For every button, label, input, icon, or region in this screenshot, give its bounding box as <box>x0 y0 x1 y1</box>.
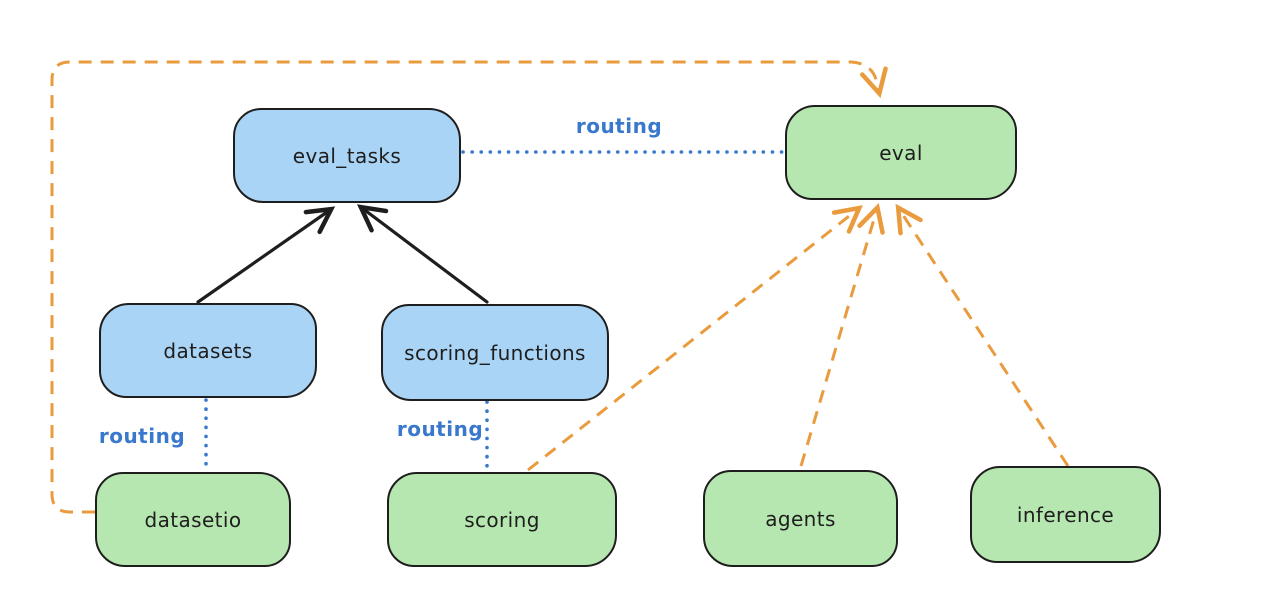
node-datasets: datasets <box>99 303 317 398</box>
edge-label-routing-top: routing <box>575 114 663 138</box>
node-agents: agents <box>703 470 898 567</box>
node-scoring-functions: scoring_functions <box>381 304 609 401</box>
node-eval: eval <box>785 105 1017 200</box>
node-datasetio: datasetio <box>95 472 291 567</box>
edge-agents-to-eval <box>799 202 885 467</box>
node-inference: inference <box>970 466 1161 563</box>
edge-label-routing-middle: routing <box>396 417 484 441</box>
edge-inference-to-eval <box>895 203 1070 467</box>
edge-scoring-functions-to-eval-tasks <box>356 204 489 304</box>
edge-scoring-to-eval <box>527 205 863 472</box>
node-eval-tasks: eval_tasks <box>233 108 461 203</box>
edge-datasetio-to-eval <box>50 60 888 514</box>
node-scoring: scoring <box>387 472 617 567</box>
edge-datasets-to-eval-tasks <box>196 206 336 304</box>
edge-label-routing-left: routing <box>98 424 186 448</box>
